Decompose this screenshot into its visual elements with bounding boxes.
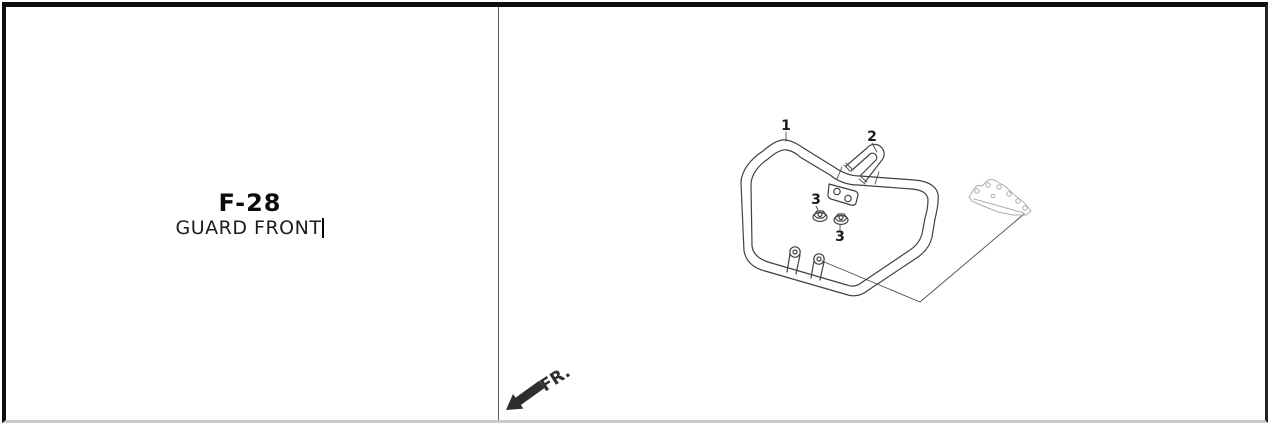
- mount-foot-left: [786, 246, 801, 275]
- tube-break-line: [836, 166, 843, 180]
- fr-arrow-icon: [506, 380, 545, 410]
- section-title-line[interactable]: GUARD FRONT: [2, 217, 498, 240]
- fr-indicator: FR.: [506, 362, 574, 410]
- callout-1-label[interactable]: 1: [781, 118, 791, 134]
- guard-front-tube: [740, 139, 939, 297]
- flange-nut-left: [812, 210, 828, 223]
- mount-foot-right: [810, 253, 825, 281]
- callout-3a[interactable]: 3: [811, 192, 821, 211]
- left-panel: F-28 GUARD FRONT: [2, 0, 498, 420]
- thread-hatch: [843, 162, 853, 172]
- section-code: F-28: [218, 189, 282, 217]
- panel-divider: [498, 7, 499, 420]
- flange-nut-right: [833, 213, 849, 226]
- thread-hatch: [858, 176, 868, 185]
- tube-break-line: [874, 171, 880, 185]
- callout-1[interactable]: 1: [781, 118, 791, 142]
- fr-label: FR.: [537, 362, 574, 396]
- callout-3a-label[interactable]: 3: [811, 192, 821, 208]
- u-bolt: [843, 143, 885, 185]
- diagram-panel: 1 2 3 3 FR.: [499, 7, 1265, 420]
- section-title-block: F-28 GUARD FRONT: [2, 190, 498, 240]
- reference-leader-line: [821, 213, 1025, 303]
- clamp-plate: [827, 183, 859, 206]
- parts-diagram: 1 2 3 3 FR.: [506, 118, 1032, 410]
- callout-2[interactable]: 2: [867, 129, 878, 153]
- ghost-mount-bracket: [968, 179, 1032, 216]
- callout-3b[interactable]: 3: [835, 224, 845, 245]
- section-title[interactable]: GUARD FRONT: [175, 217, 322, 240]
- text-cursor: [322, 218, 325, 239]
- callout-2-label[interactable]: 2: [867, 129, 877, 145]
- callout-3b-label[interactable]: 3: [835, 229, 845, 245]
